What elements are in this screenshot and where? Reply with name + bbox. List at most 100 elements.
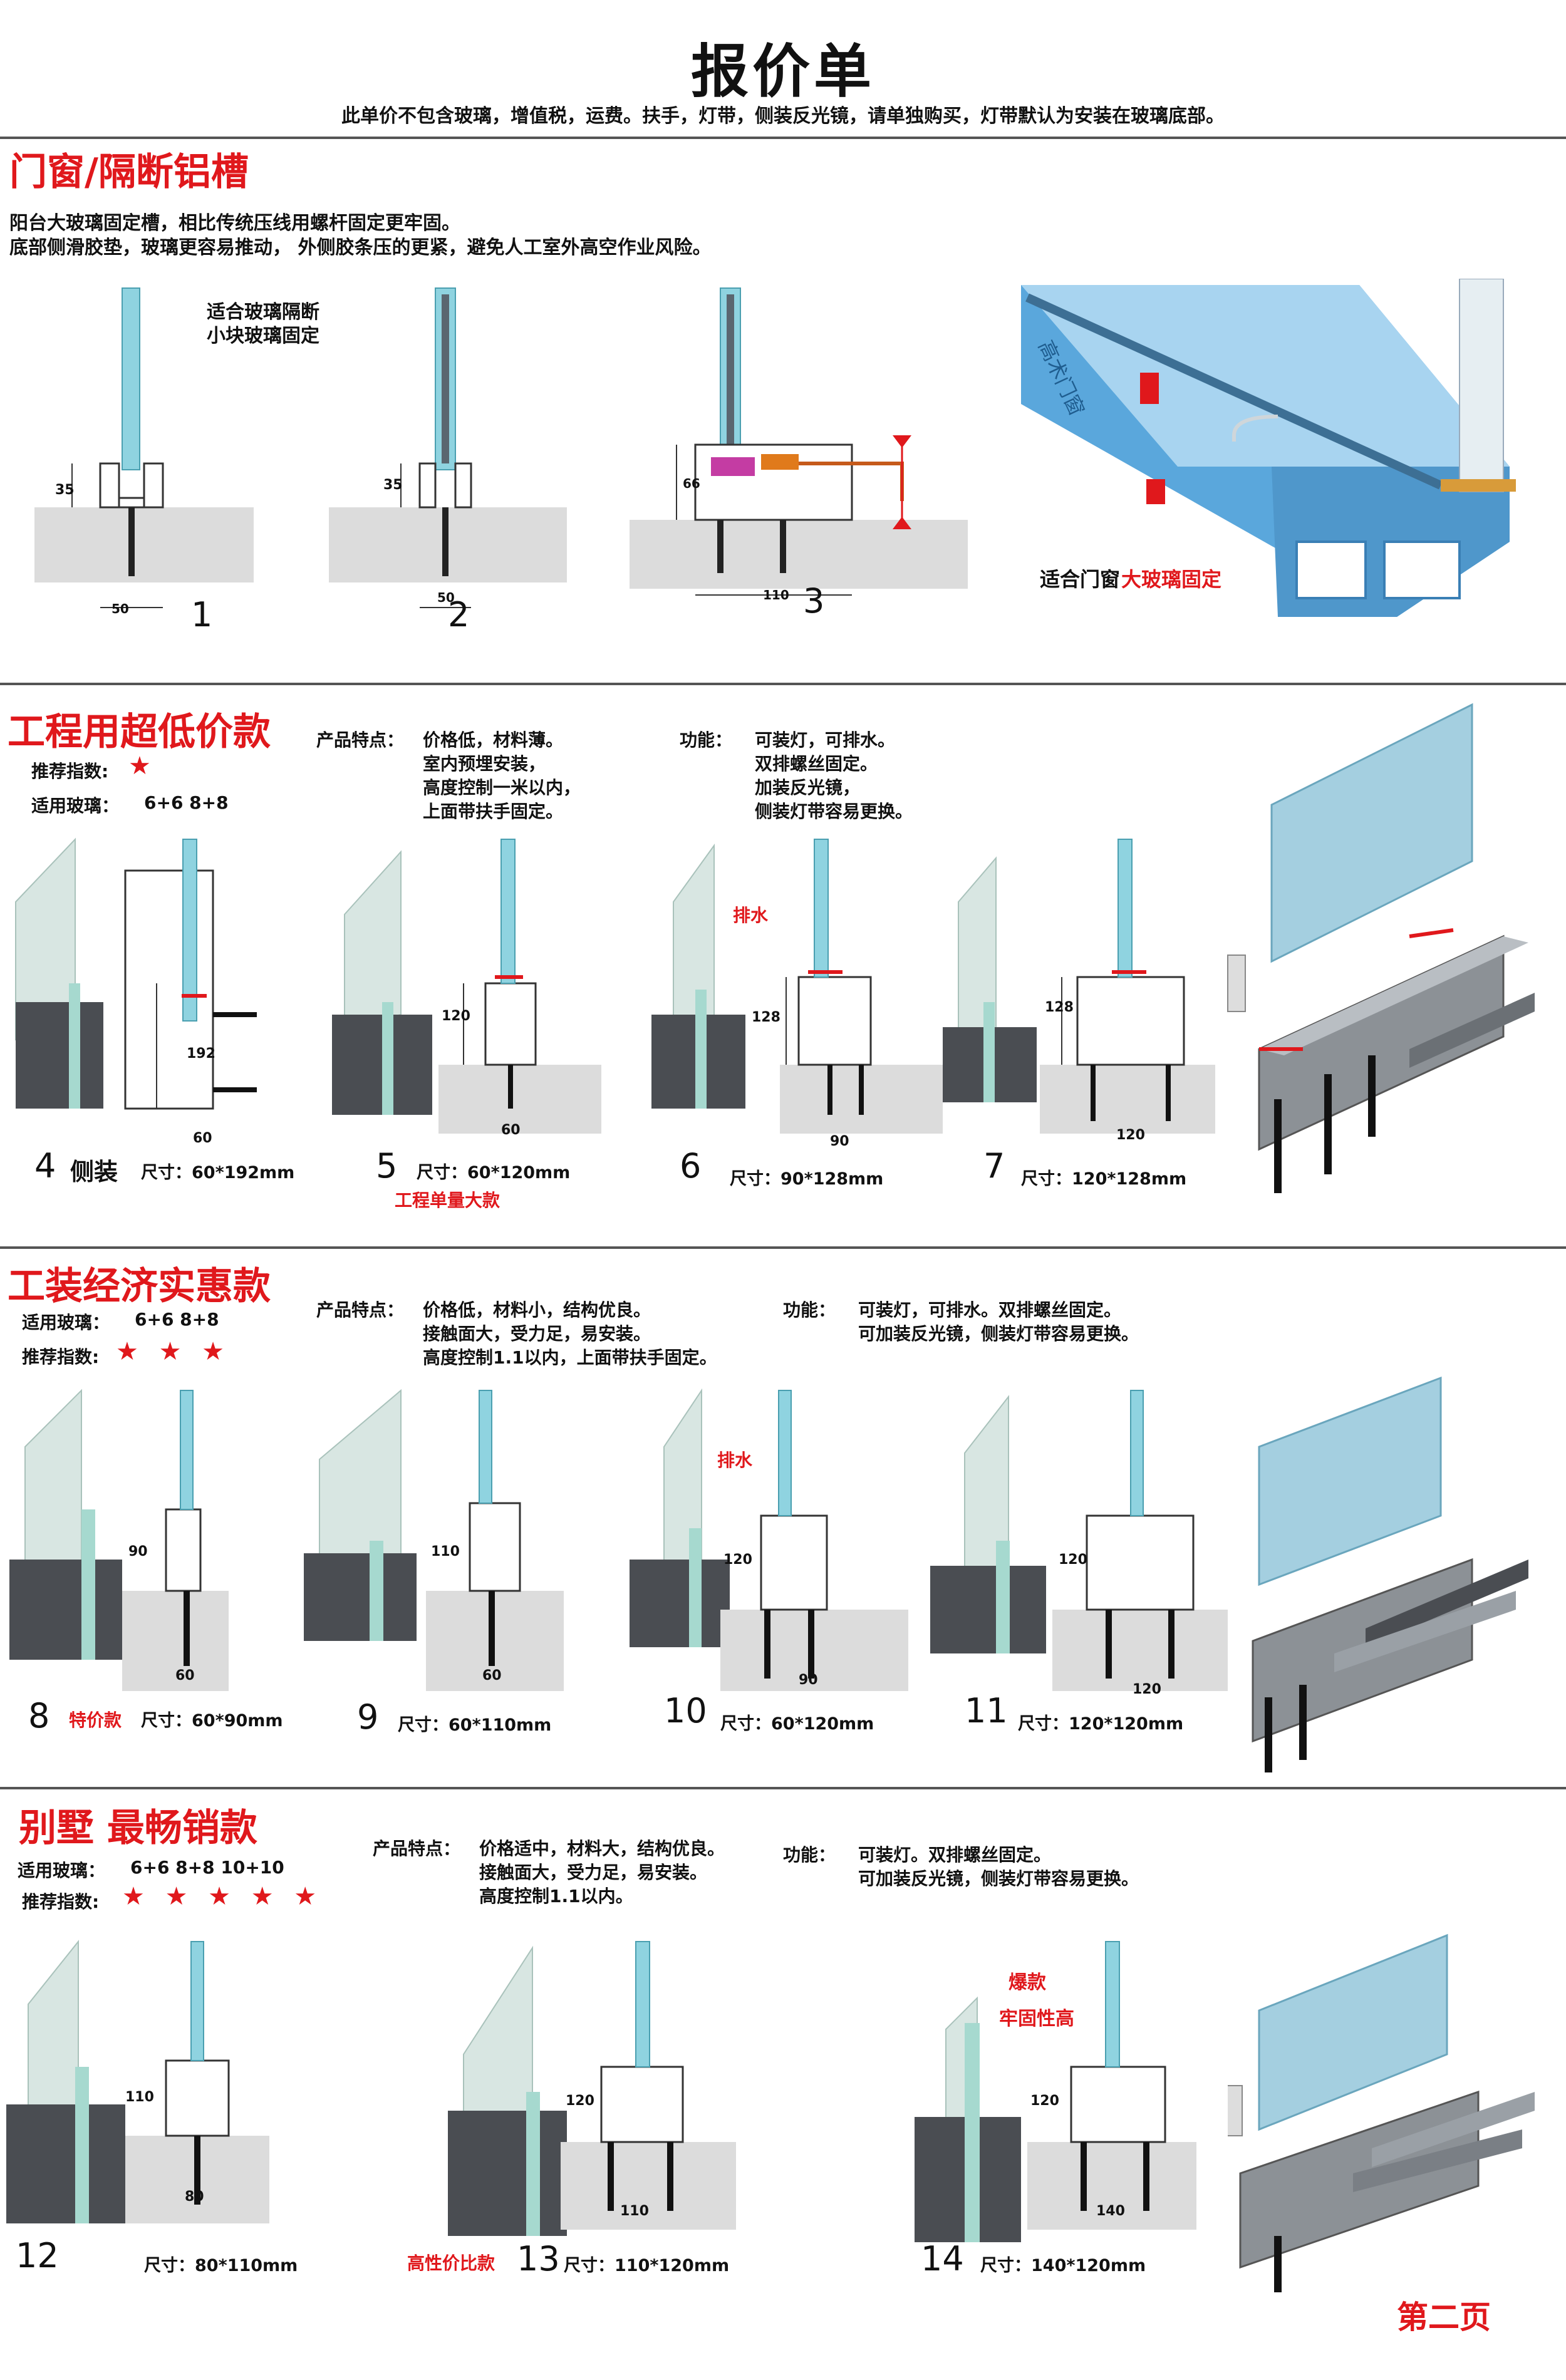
item-number-10: 10 [664, 1691, 707, 1731]
dim-h-5: 120 [442, 1008, 470, 1024]
divider [0, 683, 1566, 685]
profile-12-photo [6, 1940, 269, 2223]
function-1: 可装灯，可排水。 [755, 730, 896, 750]
section1-note-2: 小块玻璃固定 [207, 325, 319, 347]
profile-14-photo [915, 1941, 1196, 2242]
item-number-7: 7 [983, 1146, 1005, 1186]
section3-title: 工装经济实惠款 [8, 1265, 271, 1308]
page-subtitle: 此单价不包含玻璃，增值税，运费。扶手，灯带，侧装反光镜，请单独购买，灯带默认为安… [341, 105, 1225, 127]
size-14: 尺寸：140*120mm [980, 2256, 1146, 2275]
section4-title: 别墅 最畅销款 [19, 1806, 257, 1850]
page-title: 报价单 [690, 38, 875, 105]
profile-9-photo [304, 1389, 564, 1691]
item-number-1: 1 [191, 595, 213, 634]
dim-w-6: 90 [830, 1134, 849, 1149]
profile-8-photo [9, 1389, 229, 1691]
section2-title: 工程用超低价款 [8, 710, 271, 754]
feature-4: 上面带扶手固定。 [423, 801, 564, 822]
best-value-label: 高性价比款 [407, 2253, 495, 2274]
rec-label: 推荐指数: [31, 761, 109, 782]
photo-caption-a: 适合门窗 [1040, 567, 1121, 591]
dim-h-14: 120 [1030, 2093, 1059, 2109]
dim-h-6: 128 [752, 1010, 780, 1025]
size-13: 尺寸：110*120mm [564, 2256, 730, 2275]
profile-diagram-2 [329, 287, 567, 608]
profile-13-photo [448, 1941, 736, 2236]
item-number-12: 12 [16, 2236, 59, 2275]
dim-h-7: 128 [1045, 1000, 1074, 1015]
profile-diagram-1 [34, 287, 254, 608]
section3-exploded-view [1252, 1376, 1528, 1772]
profile-7-photo [943, 839, 1215, 1134]
glass-label: 适用玻璃： [18, 1860, 106, 1881]
section1-diagrams [34, 287, 968, 608]
item-number-11: 11 [965, 1691, 1008, 1731]
bulk-order-note: 工程单量大款 [395, 1190, 500, 1211]
special-price-label: 特价款 [69, 1710, 122, 1731]
feature-2: 接触面大，受力足，易安装。 [423, 1323, 651, 1344]
function-1: 可装灯。双排螺丝固定。 [858, 1844, 1052, 1865]
item-number-4: 4 [34, 1146, 56, 1186]
feature-3: 高度控制1.1以内，上面带扶手固定。 [423, 1347, 717, 1368]
size-7: 尺寸：120*128mm [1021, 1169, 1187, 1189]
dim-w-5: 60 [501, 1122, 521, 1138]
star-icon: ★ ★ ★ ★ ★ [122, 1882, 323, 1911]
function-2: 可加装反光镜，侧装灯带容易更换。 [858, 1323, 1139, 1344]
function-label: 功能： [783, 1300, 836, 1320]
size-6: 尺寸：90*128mm [730, 1169, 884, 1189]
dim-h-10: 120 [723, 1552, 752, 1568]
rec-label: 推荐指数: [22, 1891, 100, 1912]
section3-profiles [9, 1388, 1228, 1691]
glass-label: 适用玻璃： [22, 1312, 110, 1333]
item-number-5: 5 [376, 1146, 398, 1186]
profile-4-photo [15, 837, 257, 1110]
dim-w-1: 50 [111, 601, 129, 616]
dim-h-3: 66 [683, 476, 700, 491]
size-9: 尺寸：60*110mm [398, 1715, 552, 1735]
item-number-8: 8 [28, 1696, 50, 1736]
dim-h-2: 35 [383, 477, 403, 493]
item-number-13: 13 [517, 2239, 560, 2279]
feature-label: 产品特点： [373, 1838, 461, 1859]
profile-11-photo [930, 1390, 1228, 1691]
photo-caption-b: 大玻璃固定 [1121, 567, 1222, 591]
item-number-6: 6 [680, 1146, 702, 1186]
item-number-2: 2 [448, 595, 470, 634]
dim-w-8: 60 [175, 1668, 195, 1684]
dim-w-4: 60 [193, 1130, 212, 1146]
section2-exploded-view [1227, 703, 1535, 1193]
dim-h-4: 192 [187, 1046, 215, 1062]
section4-exploded-view [1228, 1933, 1535, 2292]
profile-diagram-3 [630, 287, 968, 596]
feature-1: 价格低，材料小，结构优良。 [423, 1300, 651, 1320]
divider [0, 1246, 1566, 1249]
section1-title: 门窗/隔断铝槽 [9, 150, 249, 194]
dim-w-11: 120 [1133, 1682, 1161, 1697]
item-number-9: 9 [357, 1697, 379, 1737]
feature-3: 高度控制一米以内， [423, 777, 581, 798]
function-3: 加装反光镜， [755, 777, 861, 798]
function-2: 双排螺丝固定。 [755, 753, 878, 774]
rec-label: 推荐指数: [22, 1347, 100, 1367]
dim-w-12: 80 [185, 2189, 204, 2205]
section1-note-1: 适合玻璃隔断 [207, 301, 319, 323]
item-number-3: 3 [803, 581, 825, 621]
side-mount-label: 侧装 [70, 1158, 118, 1186]
size-10: 尺寸：60*120mm [720, 1714, 874, 1734]
feature-2: 接触面大，受力足，易安装。 [479, 1862, 708, 1883]
dim-h-8: 90 [128, 1544, 148, 1560]
glass-values: 6+6 8+8 10+10 [130, 1857, 284, 1878]
function-4: 侧装灯带容易更换。 [755, 801, 913, 822]
section1-desc-2: 底部侧滑胶垫，玻璃更容易推动， 外侧胶条压的更紧，避免人工室外高空作业风险。 [9, 237, 712, 259]
dim-h-12: 110 [125, 2089, 154, 2105]
feature-3: 高度控制1.1以内。 [479, 1886, 633, 1907]
size-5: 尺寸：60*120mm [417, 1163, 571, 1182]
dim-h-13: 120 [566, 2093, 594, 2109]
divider [0, 137, 1566, 139]
hot-seller-label: 爆款 [1009, 1972, 1046, 1994]
size-12: 尺寸：80*110mm [144, 2256, 298, 2275]
function-1: 可装灯，可排水。双排螺丝固定。 [858, 1300, 1122, 1320]
section4-profiles [6, 1940, 1196, 2242]
divider [0, 1787, 1566, 1789]
size-8: 尺寸：60*90mm [141, 1711, 283, 1731]
